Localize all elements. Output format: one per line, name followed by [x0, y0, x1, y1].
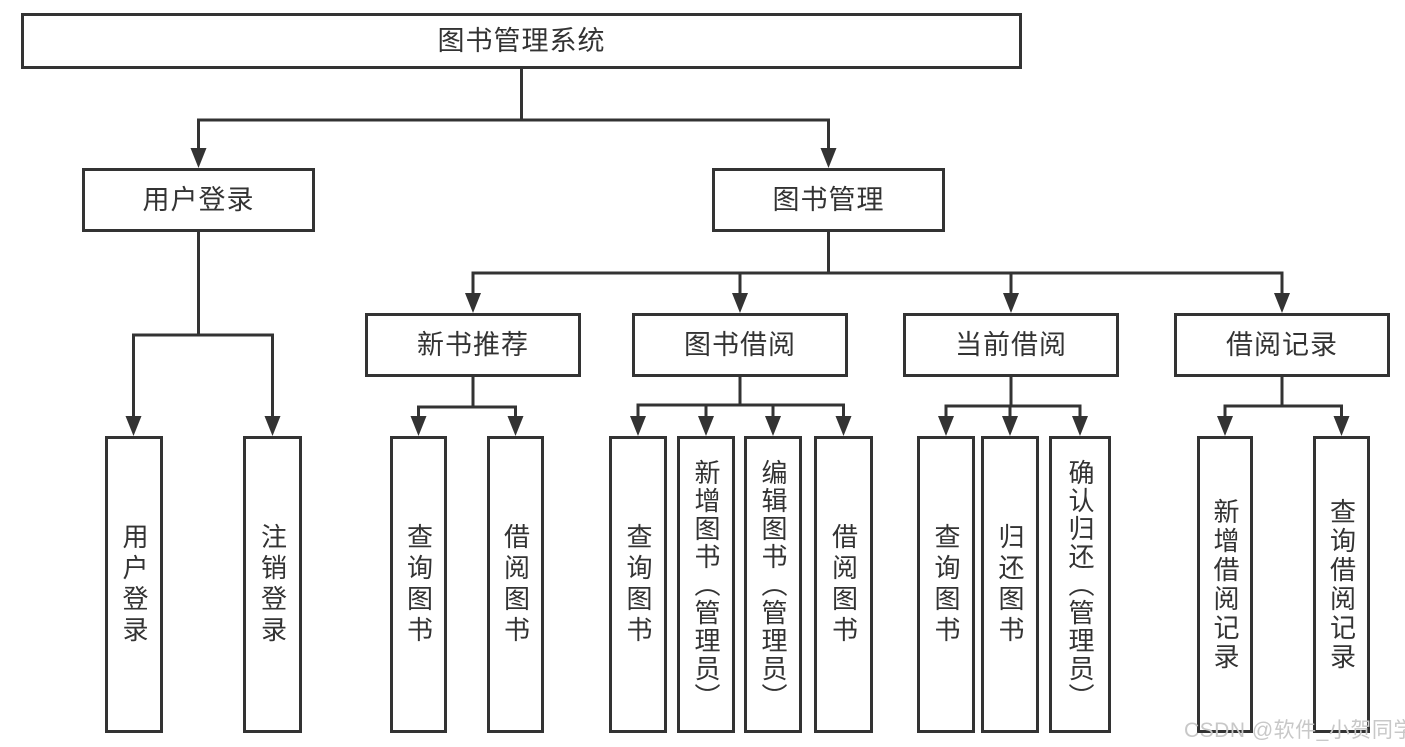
- leaf-borrowing-borrow-books: 借阅图书: [814, 436, 873, 733]
- node-user-login-label: 用户登录: [142, 184, 255, 215]
- leaf-borrowing-query-books-label: 查询图书: [623, 522, 653, 647]
- leaf-logout-label: 注销登录: [257, 522, 288, 647]
- leaf-add-borrow-record-label: 新增借阅记录: [1210, 497, 1240, 672]
- leaf-confirm-return-admin: 确认归还（管理员）: [1049, 436, 1111, 733]
- leaf-logout: 注销登录: [243, 436, 302, 733]
- leaf-return-books-label: 归还图书: [995, 522, 1025, 647]
- leaf-query-borrow-record: 查询借阅记录: [1313, 436, 1370, 733]
- leaf-edit-books-admin: 编辑图书（管理员）: [744, 436, 802, 733]
- leaf-add-books-admin-label: 新增图书（管理员）: [691, 458, 721, 711]
- leaf-edit-books-admin-label: 编辑图书（管理员）: [758, 458, 788, 711]
- node-user-login: 用户登录: [82, 168, 315, 232]
- leaf-add-borrow-record: 新增借阅记录: [1197, 436, 1253, 733]
- leaf-recommend-borrow-books: 借阅图书: [487, 436, 544, 733]
- leaf-return-books: 归还图书: [981, 436, 1039, 733]
- node-root: 图书管理系统: [21, 13, 1022, 69]
- node-book-management: 图书管理: [712, 168, 945, 232]
- leaf-borrowing-query-books: 查询图书: [609, 436, 667, 733]
- leaf-current-query-books: 查询图书: [917, 436, 975, 733]
- node-new-book-recommendation: 新书推荐: [365, 313, 581, 377]
- node-book-management-label: 图书管理: [772, 184, 885, 215]
- leaf-user-login-label: 用户登录: [119, 522, 149, 647]
- leaf-current-query-books-label: 查询图书: [931, 522, 961, 647]
- node-book-borrowing-label: 图书借阅: [684, 329, 796, 360]
- leaf-recommend-borrow-books-label: 借阅图书: [500, 522, 531, 647]
- leaf-recommend-query-books-label: 查询图书: [403, 522, 434, 647]
- watermark: CSDN @软件_小贺同学: [1184, 714, 1405, 744]
- node-book-borrowing: 图书借阅: [632, 313, 848, 377]
- node-current-borrowing: 当前借阅: [903, 313, 1119, 377]
- leaf-add-books-admin: 新增图书（管理员）: [677, 436, 735, 733]
- watermark-text: CSDN @软件_小贺同学: [1184, 719, 1405, 742]
- leaf-query-borrow-record-label: 查询借阅记录: [1326, 497, 1357, 672]
- leaf-borrowing-borrow-books-label: 借阅图书: [828, 522, 859, 647]
- node-borrowing-records-label: 借阅记录: [1226, 329, 1338, 360]
- node-root-label: 图书管理系统: [437, 25, 606, 56]
- node-current-borrowing-label: 当前借阅: [955, 329, 1067, 360]
- node-new-book-recommendation-label: 新书推荐: [417, 329, 529, 360]
- leaf-recommend-query-books: 查询图书: [390, 436, 447, 733]
- leaf-confirm-return-admin-label: 确认归还（管理员）: [1065, 458, 1095, 711]
- leaf-user-login: 用户登录: [105, 436, 163, 733]
- node-borrowing-records: 借阅记录: [1174, 313, 1390, 377]
